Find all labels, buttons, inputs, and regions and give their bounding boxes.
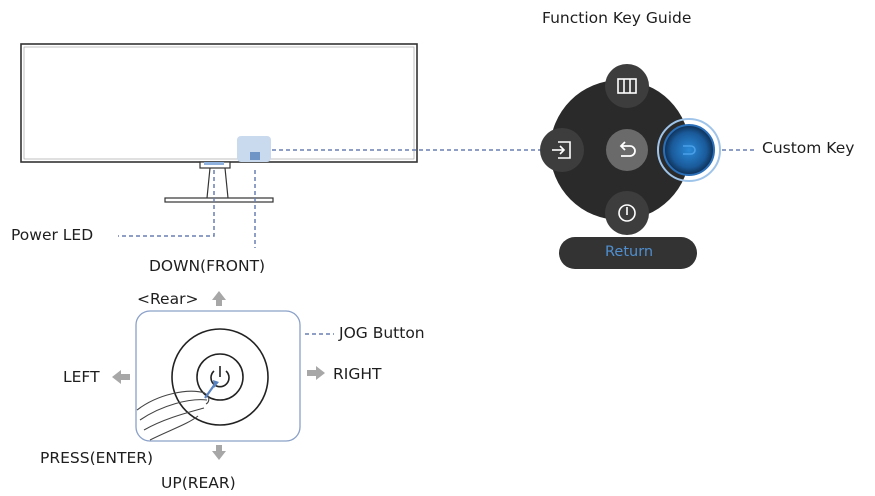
jog-button-label: JOG Button (339, 324, 425, 342)
page-title: Function Key Guide (542, 9, 692, 27)
arrow-left-icon (112, 370, 130, 384)
custom-key-label: Custom Key (762, 139, 855, 157)
jog-pad (540, 64, 721, 235)
press-enter-label: PRESS(ENTER) (40, 449, 154, 467)
power-led-label: Power LED (11, 226, 94, 244)
rear-label: <Rear> (137, 290, 199, 308)
source-icon (552, 141, 571, 159)
arrow-down-icon (212, 445, 226, 460)
monitor-stand (164, 161, 274, 203)
return-pill (559, 237, 697, 269)
custom-key-button[interactable] (663, 124, 715, 176)
arrow-up-icon (212, 291, 226, 306)
monitor-screen (20, 43, 418, 163)
jog-button-illustration (135, 310, 301, 442)
power-symbol-icon (210, 366, 230, 388)
return-center-button[interactable] (606, 129, 648, 171)
leader-lines (118, 149, 756, 335)
power-icon (618, 204, 636, 222)
return-icon (619, 141, 636, 157)
hand-icon (136, 390, 210, 441)
left-label: LEFT (63, 368, 100, 386)
monitor (20, 43, 418, 203)
right-label: RIGHT (333, 365, 382, 383)
return-label: Return (605, 244, 654, 260)
picture-mode-button[interactable] (605, 64, 649, 108)
up-rear-label: UP(REAR) (161, 474, 236, 492)
arrow-right-icon (307, 366, 325, 380)
power-led-indicator (204, 162, 224, 165)
picture-mode-icon (617, 78, 637, 94)
jog-area-highlight (237, 136, 271, 162)
down-front-label: DOWN(FRONT) (149, 257, 266, 275)
custom-key-icon (683, 145, 696, 155)
